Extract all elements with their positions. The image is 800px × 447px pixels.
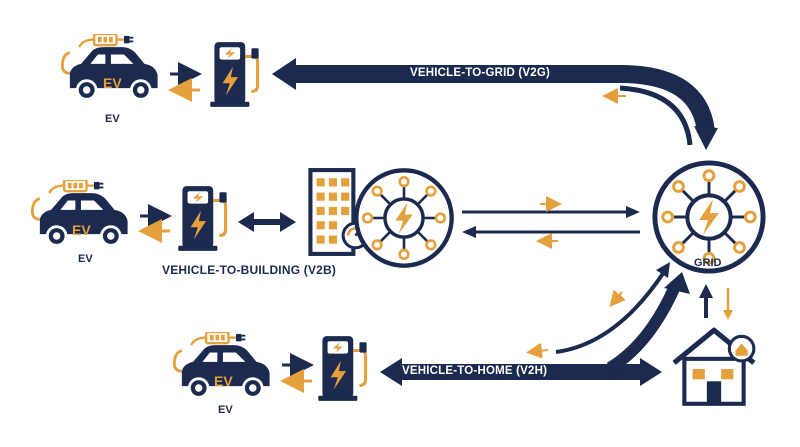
v2g-arrow-shaft	[290, 65, 715, 134]
ev-label-top: EV	[105, 113, 120, 125]
grid-to-house-arrow-head	[723, 310, 733, 320]
home-grid-small-orange-arrow	[609, 289, 626, 308]
v2g-arrow-head-left	[272, 58, 296, 90]
v2h-arrow-head-left	[380, 358, 402, 386]
hub-to-grid-arrow-head	[626, 206, 640, 218]
v2h-small-orange-arrow	[526, 342, 549, 359]
car-badge-top: EV	[103, 75, 122, 91]
home-to-grid-thick-arrow	[606, 281, 682, 374]
v2g-arrow-head-down	[694, 126, 718, 150]
ev-label-mid: EV	[78, 253, 93, 265]
v2g-arrow-secondary	[619, 85, 693, 146]
v2b-arrow-head-right	[280, 212, 296, 232]
v2g-label: VEHICLE-TO-GRID (V2G)	[410, 67, 551, 79]
grid-label: GRID	[694, 257, 722, 269]
house-to-grid-arrow-head	[699, 284, 713, 298]
charger-icon-mid	[178, 184, 229, 253]
car-badge-bottom: EV	[214, 373, 233, 389]
home-to-grid-thin-arrow-head	[656, 262, 670, 278]
v2h-arrow-head-right	[640, 358, 662, 386]
v2h-label: VEHICLE-TO-HOME (V2H)	[402, 365, 548, 377]
house-icon	[674, 330, 754, 404]
grid-icon	[655, 163, 763, 271]
grid-to-hub-arrow-head	[462, 226, 476, 238]
car-badge-mid: EV	[72, 222, 91, 238]
home-to-grid-thin-arrow	[555, 270, 666, 354]
ev-label-bottom: EV	[218, 404, 233, 416]
charger-icon-bottom	[318, 334, 369, 403]
v2b-arrow-head-left	[238, 212, 254, 232]
charger-icon-top	[210, 40, 261, 109]
home-to-grid-thick-arrow-head	[664, 272, 690, 294]
hub-icon	[356, 170, 451, 265]
v2b-label: VEHICLE-TO-BUILDING (V2B)	[162, 263, 337, 277]
